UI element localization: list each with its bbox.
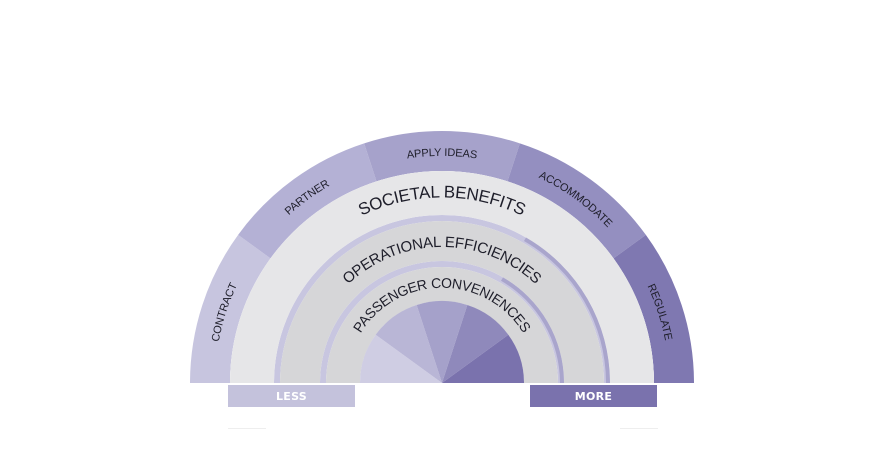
- outer-segment-regulate: [613, 234, 694, 383]
- inner-wedge-1: [360, 334, 442, 383]
- benefit-bands: [230, 171, 654, 383]
- accent-stripe-2: [501, 277, 564, 383]
- inner-wedges: [360, 301, 524, 383]
- band-operational-efficiencies: [280, 221, 604, 383]
- accent-stripe-1: [524, 237, 610, 383]
- segment-label-3: APPLY IDEAS: [406, 147, 478, 162]
- outer-ring: [190, 131, 694, 383]
- less-label: LESS: [275, 389, 308, 403]
- baseline-right: [620, 428, 658, 429]
- inner-wedge-4: [442, 305, 509, 383]
- more-label: MORE: [574, 389, 613, 403]
- inner-wedge-3: [416, 301, 468, 383]
- more-legend: MORE: [530, 385, 657, 407]
- outer-segment-partner: [238, 143, 377, 259]
- outer-segment-contract: [190, 234, 271, 383]
- band-passenger-conveniences: [326, 267, 558, 383]
- outer-segment-apply-ideas: [364, 131, 520, 182]
- outer-segment-accommodate: [507, 143, 646, 259]
- baseline-left: [228, 428, 266, 429]
- inner-wedge-2: [375, 305, 442, 383]
- inner-wedge-5: [442, 334, 524, 383]
- band-societal-benefits: [230, 171, 654, 383]
- less-legend: LESS: [228, 385, 355, 407]
